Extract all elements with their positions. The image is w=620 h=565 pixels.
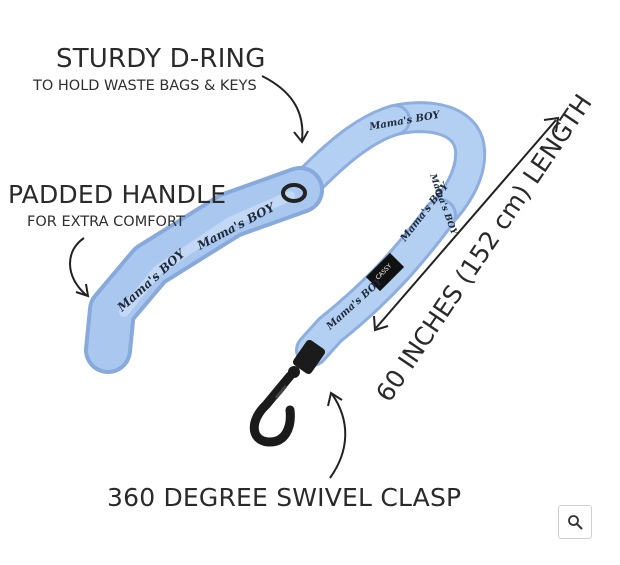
handle-arrow	[69, 237, 87, 296]
clasp-arrow	[329, 393, 347, 479]
handle-callout-subtitle: FOR EXTRA COMFORT	[27, 214, 185, 230]
dring-callout-title: STURDY D-RING	[56, 44, 266, 74]
clasp-callout-title: 360 DEGREE SWIVEL CLASP	[107, 483, 462, 512]
handle-callout-title: PADDED HANDLE	[8, 180, 227, 209]
dring-callout-subtitle: TO HOLD WASTE BAGS & KEYS	[33, 78, 257, 94]
zoom-button[interactable]	[558, 505, 592, 539]
d-ring	[281, 183, 307, 203]
length-arrow	[375, 119, 557, 329]
brand-tag	[365, 252, 405, 292]
swivel-clasp	[249, 339, 326, 447]
magnifier-icon	[568, 515, 583, 530]
dring-arrow	[261, 75, 304, 141]
